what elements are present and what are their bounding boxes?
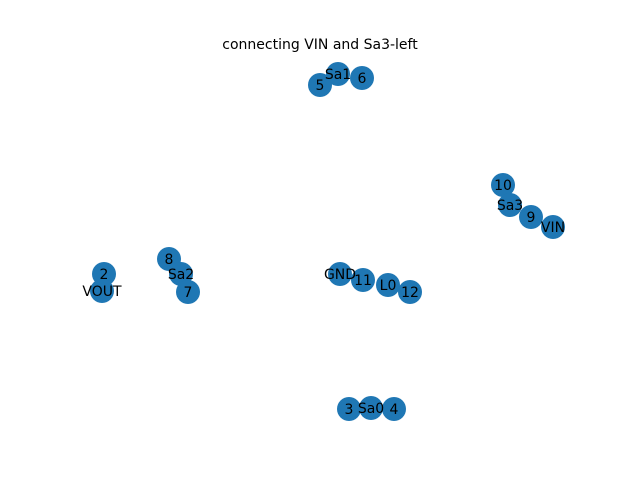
node-GND xyxy=(328,262,352,286)
node-label-Sa1: Sa1 xyxy=(325,67,351,83)
node-label-9: 9 xyxy=(527,210,536,226)
node-Sa1 xyxy=(326,62,350,86)
node-11 xyxy=(351,268,375,292)
node-label-Sa0: Sa0 xyxy=(358,401,384,417)
node-label-12: 12 xyxy=(401,285,419,301)
node-label-8: 8 xyxy=(165,252,174,268)
node-label-11: 11 xyxy=(354,273,372,289)
node-Sa2 xyxy=(169,262,193,286)
node-label-2: 2 xyxy=(100,267,109,283)
node-label-4: 4 xyxy=(390,402,399,418)
node-9 xyxy=(519,205,543,229)
node-label-6: 6 xyxy=(358,71,367,87)
node-label-5: 5 xyxy=(316,78,325,94)
node-4 xyxy=(382,397,406,421)
node-label-VIN: VIN xyxy=(541,220,565,236)
node-label-L0: L0 xyxy=(380,278,397,294)
node-label-Sa3: Sa3 xyxy=(497,198,523,214)
node-10 xyxy=(491,173,515,197)
node-12 xyxy=(398,280,422,304)
node-Sa3 xyxy=(498,193,522,217)
node-label-7: 7 xyxy=(184,285,193,301)
node-label-10: 10 xyxy=(494,178,512,194)
node-VOUT xyxy=(90,279,114,303)
node-label-Sa2: Sa2 xyxy=(168,267,194,283)
node-label-VOUT: VOUT xyxy=(82,284,122,300)
node-Sa0 xyxy=(359,396,383,420)
node-VIN xyxy=(541,215,565,239)
node-5 xyxy=(308,73,332,97)
node-label-GND: GND xyxy=(324,267,356,283)
node-7 xyxy=(176,280,200,304)
node-label-3: 3 xyxy=(345,402,354,418)
node-L0 xyxy=(376,273,400,297)
node-circles xyxy=(90,62,565,421)
node-3 xyxy=(337,397,361,421)
graph-title: connecting VIN and Sa3-left xyxy=(222,37,418,53)
node-6 xyxy=(350,66,374,90)
